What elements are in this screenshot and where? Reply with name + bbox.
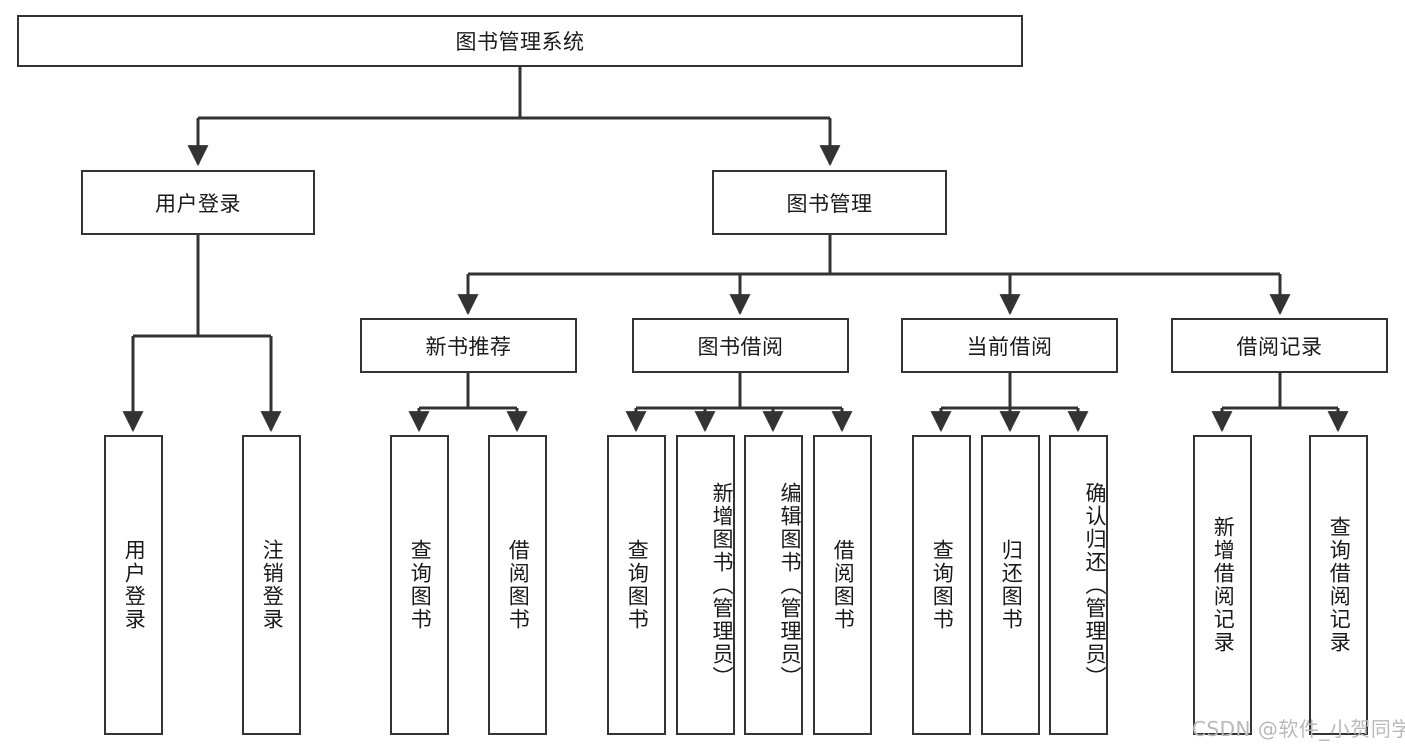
node-user-login-label: 用户登录 bbox=[155, 191, 241, 216]
node-leaf-query-book-1-label: 查询图书 bbox=[408, 539, 433, 631]
node-leaf-return-book-label: 归还图书 bbox=[999, 539, 1024, 631]
node-new-book-recommend[interactable]: 新书推荐 bbox=[360, 318, 577, 373]
node-current-borrow[interactable]: 当前借阅 bbox=[901, 318, 1118, 373]
csdn-watermark-text: CSDN @软件_小贺同学 bbox=[1192, 717, 1405, 741]
node-leaf-edit-book[interactable]: 编辑图书（管理员） bbox=[744, 435, 803, 735]
node-leaf-add-book[interactable]: 新增图书（管理员） bbox=[676, 435, 735, 735]
csdn-watermark: CSDN @软件_小贺同学 bbox=[1192, 713, 1405, 742]
node-leaf-borrow-book-2[interactable]: 借阅图书 bbox=[813, 435, 872, 735]
node-leaf-return-book[interactable]: 归还图书 bbox=[981, 435, 1040, 735]
node-leaf-borrow-book-2-label: 借阅图书 bbox=[831, 539, 856, 631]
node-leaf-query-book-3[interactable]: 查询图书 bbox=[912, 435, 971, 735]
node-leaf-borrow-book-1-label: 借阅图书 bbox=[506, 539, 531, 631]
node-leaf-query-record-label: 查询借阅记录 bbox=[1327, 516, 1352, 654]
node-leaf-logout[interactable]: 注销登录 bbox=[242, 435, 301, 735]
node-leaf-borrow-book-1[interactable]: 借阅图书 bbox=[488, 435, 547, 735]
node-leaf-confirm-return[interactable]: 确认归还（管理员） bbox=[1049, 435, 1108, 735]
node-book-management-label: 图书管理 bbox=[786, 191, 873, 216]
node-leaf-query-book-1[interactable]: 查询图书 bbox=[390, 435, 449, 735]
node-leaf-query-record[interactable]: 查询借阅记录 bbox=[1309, 435, 1368, 735]
node-book-borrow[interactable]: 图书借阅 bbox=[632, 318, 849, 373]
node-leaf-user-login[interactable]: 用户登录 bbox=[104, 435, 163, 735]
node-user-login[interactable]: 用户登录 bbox=[81, 170, 315, 235]
node-borrow-record[interactable]: 借阅记录 bbox=[1171, 318, 1388, 373]
node-leaf-user-login-label: 用户登录 bbox=[122, 539, 147, 631]
node-leaf-query-book-2-label: 查询图书 bbox=[625, 539, 650, 631]
node-new-book-recommend-label: 新书推荐 bbox=[425, 334, 512, 359]
node-root-label: 图书管理系统 bbox=[455, 30, 585, 54]
node-leaf-query-book-2[interactable]: 查询图书 bbox=[607, 435, 666, 735]
node-leaf-add-book-label: 新增图书（管理员） bbox=[710, 481, 734, 689]
node-leaf-logout-label: 注销登录 bbox=[260, 539, 285, 631]
node-borrow-record-label: 借阅记录 bbox=[1236, 334, 1323, 359]
node-current-borrow-label: 当前借阅 bbox=[966, 334, 1053, 359]
node-root[interactable]: 图书管理系统 bbox=[17, 15, 1023, 67]
node-leaf-confirm-return-label: 确认归还（管理员） bbox=[1083, 481, 1107, 689]
node-book-borrow-label: 图书借阅 bbox=[697, 334, 784, 359]
node-leaf-edit-book-label: 编辑图书（管理员） bbox=[778, 481, 802, 689]
node-leaf-add-record-label: 新增借阅记录 bbox=[1211, 516, 1236, 654]
node-leaf-add-record[interactable]: 新增借阅记录 bbox=[1193, 435, 1252, 735]
node-book-management[interactable]: 图书管理 bbox=[712, 170, 947, 235]
node-leaf-query-book-3-label: 查询图书 bbox=[930, 539, 955, 631]
